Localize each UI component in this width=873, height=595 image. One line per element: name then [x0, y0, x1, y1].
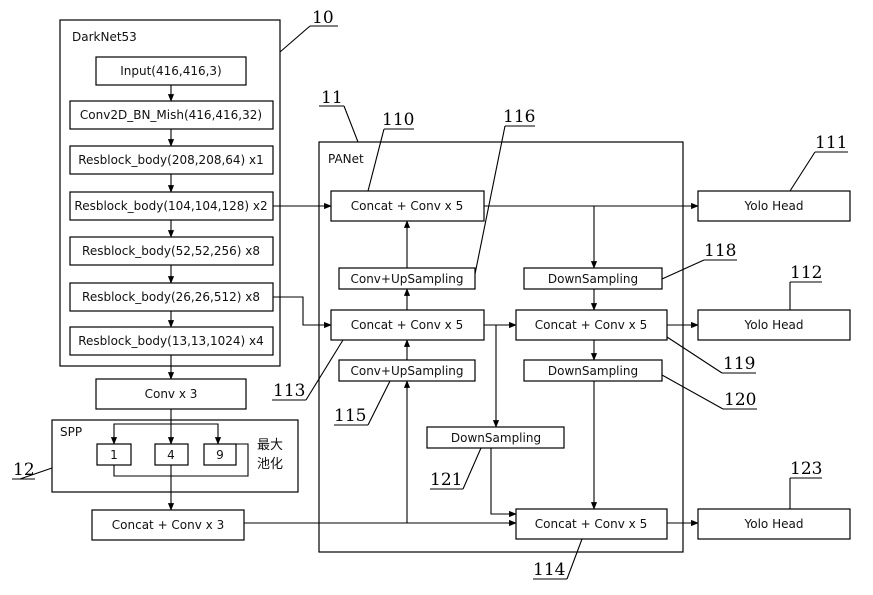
conv3-block: Conv x 3 — [95, 378, 247, 410]
ref-116: 116 — [503, 107, 535, 127]
arrow-downsample-left-concat — [490, 448, 517, 518]
concat-top-label: Concat + Conv x 5 — [351, 199, 463, 213]
resblock-1-label: Resblock_body(208,208,64) x1 — [78, 153, 264, 167]
panet-title: PANet — [328, 152, 364, 166]
downsample-left-label: DownSampling — [451, 431, 541, 445]
pool-9-label: 9 — [216, 448, 224, 462]
spp-merge-line — [113, 443, 249, 477]
ref-120: 120 — [724, 390, 756, 410]
leader-111 — [789, 151, 816, 192]
downsample-mid-label: DownSampling — [548, 364, 638, 378]
ref-119: 119 — [723, 354, 755, 374]
leader-11 — [343, 105, 359, 143]
maxpool-label-2: 池化 — [257, 457, 283, 472]
leader-120 — [661, 374, 724, 410]
darknet-frame — [59, 19, 281, 367]
leader-12 — [19, 467, 53, 480]
yolo-head-3: Yolo Head — [697, 508, 851, 540]
downsample-mid-block: DownSampling — [523, 359, 663, 382]
concat-bottom-block: Concat + Conv x 5 — [515, 508, 668, 540]
resblock-3-label: Resblock_body(52,52,256) x8 — [82, 244, 260, 258]
ref-114: 114 — [533, 560, 565, 580]
yolo-head-1: Yolo Head — [697, 190, 851, 222]
leader-115 — [367, 380, 391, 426]
downsample-top-block: DownSampling — [523, 267, 663, 290]
pool-4-box: 4 — [154, 443, 189, 466]
conv3-label: Conv x 3 — [145, 387, 198, 401]
arrow-pool1 — [110, 423, 171, 445]
resblock-5-label: Resblock_body(13,13,1024) x4 — [78, 334, 264, 348]
upsample-bottom-block: Conv+UpSampling — [338, 359, 476, 382]
input-block: Input(416,416,3) — [95, 56, 247, 86]
concat-mid-left-block: Concat + Conv x 5 — [330, 309, 485, 341]
input-label: Input(416,416,3) — [120, 64, 222, 78]
leader-121 — [462, 447, 482, 490]
resblock-4: Resblock_body(26,26,512) x8 — [69, 282, 274, 312]
darknet-title: DarkNet53 — [72, 30, 137, 44]
ref-10: 10 — [312, 8, 334, 28]
ref-123: 123 — [790, 459, 822, 479]
concat-mid-left-label: Concat + Conv x 5 — [351, 318, 463, 332]
yolo-head-3-label: Yolo Head — [744, 517, 804, 531]
upsample-top-label: Conv+UpSampling — [350, 272, 463, 286]
resblock-5: Resblock_body(13,13,1024) x4 — [69, 326, 274, 356]
concat-conv3-block: Concat + Conv x 3 — [91, 509, 245, 541]
ref-113: 113 — [273, 381, 305, 401]
arrow-to-downsample-left — [484, 324, 500, 428]
leader-116 — [474, 125, 506, 275]
arrow-pool9 — [171, 423, 222, 445]
conv-bn-mish-block: Conv2D_BN_Mish(416,416,32) — [69, 100, 274, 130]
upsample-top-block: Conv+UpSampling — [338, 267, 476, 290]
ref-110: 110 — [382, 110, 414, 130]
leader-113 — [305, 339, 344, 401]
ref-112: 112 — [790, 263, 822, 283]
pool-4-label: 4 — [167, 448, 175, 462]
concat-mid-right-label: Concat + Conv x 5 — [535, 318, 647, 332]
yolo-head-2-label: Yolo Head — [744, 318, 804, 332]
downsample-left-block: DownSampling — [426, 426, 565, 449]
leader-110 — [367, 128, 385, 192]
ref-12: 12 — [13, 460, 35, 480]
pool-9-box: 9 — [203, 443, 237, 466]
pool-1-label: 1 — [110, 448, 118, 462]
yolo-head-2: Yolo Head — [697, 309, 851, 341]
ref-118: 118 — [704, 241, 736, 261]
leader-114 — [566, 538, 583, 580]
spp-title: SPP — [60, 425, 82, 439]
ref-115: 115 — [334, 406, 366, 426]
resblock-2-label: Resblock_body(104,104,128) x2 — [74, 199, 267, 213]
concat-conv3-label: Concat + Conv x 3 — [112, 518, 224, 532]
arrow-res4-concat-mid — [273, 296, 332, 329]
leader-118 — [661, 259, 705, 280]
resblock-3: Resblock_body(52,52,256) x8 — [69, 236, 274, 266]
upsample-bottom-label: Conv+UpSampling — [350, 364, 463, 378]
leader-119 — [666, 336, 723, 374]
yolo-head-1-label: Yolo Head — [744, 199, 804, 213]
ref-111: 111 — [815, 133, 847, 153]
ref-121: 121 — [430, 470, 462, 490]
concat-bottom-label: Concat + Conv x 5 — [535, 517, 647, 531]
pool-1-box: 1 — [96, 443, 132, 466]
conv-bn-mish-label: Conv2D_BN_Mish(416,416,32) — [80, 108, 262, 122]
resblock-4-label: Resblock_body(26,26,512) x8 — [82, 290, 260, 304]
downsample-top-label: DownSampling — [548, 272, 638, 286]
ref-11: 11 — [321, 88, 343, 108]
leader-10 — [279, 25, 311, 53]
spp-frame — [51, 419, 299, 493]
resblock-2: Resblock_body(104,104,128) x2 — [69, 191, 274, 221]
maxpool-label-1: 最大 — [257, 438, 283, 453]
concat-top-block: Concat + Conv x 5 — [330, 190, 485, 222]
resblock-1: Resblock_body(208,208,64) x1 — [69, 145, 274, 175]
concat-mid-right-block: Concat + Conv x 5 — [515, 309, 668, 341]
